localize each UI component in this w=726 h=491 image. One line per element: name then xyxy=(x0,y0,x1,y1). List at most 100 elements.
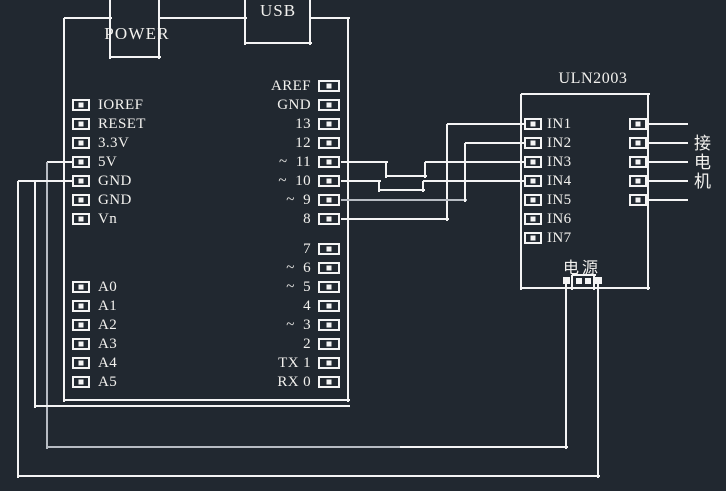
wire-gnd-to-power[interactable] xyxy=(18,180,74,182)
pin-box-d-6[interactable] xyxy=(318,262,340,274)
pin-label-a5[interactable]: A5 xyxy=(98,374,118,390)
wire-d11-to-in3[interactable] xyxy=(425,161,526,163)
motor-label-char-1[interactable]: 接 xyxy=(694,134,711,153)
wire-d11-to-in3[interactable] xyxy=(386,175,427,177)
pin-box-in7[interactable] xyxy=(524,232,542,244)
arduino-board-outline[interactable] xyxy=(310,17,350,19)
pin-label-d-10[interactable]: ~ 10 xyxy=(278,173,311,189)
usb-connector-outline[interactable] xyxy=(245,42,312,44)
pin-box-d-13[interactable] xyxy=(318,118,340,130)
pin-box-5v-3[interactable] xyxy=(72,156,90,168)
pin-box-a2[interactable] xyxy=(72,319,90,331)
pin-box-reset-1[interactable] xyxy=(72,118,90,130)
pin-label-reset-1[interactable]: RESET xyxy=(98,116,146,132)
pin-box-uln-out-1[interactable] xyxy=(629,118,647,130)
pin-box-uln-out-3[interactable] xyxy=(629,156,647,168)
pin-box-a3[interactable] xyxy=(72,338,90,350)
pin-label-33v-2[interactable]: 3.3V xyxy=(98,135,130,151)
pin-box-33v-2[interactable] xyxy=(72,137,90,149)
pin-box-uln-out-4[interactable] xyxy=(629,175,647,187)
pin-label-in2[interactable]: IN2 xyxy=(547,135,572,151)
pin-label-d-3[interactable]: ~ 3 xyxy=(286,317,311,333)
pin-box-d-9[interactable] xyxy=(318,194,340,206)
pin-label-d-7[interactable]: 7 xyxy=(303,241,311,257)
arduino-board-outline[interactable] xyxy=(347,18,349,402)
pin-box-d-5[interactable] xyxy=(318,281,340,293)
usb-connector-outline[interactable] xyxy=(309,0,311,45)
pin-label-vn-6[interactable]: Vn xyxy=(98,211,118,227)
pin-box-d-2[interactable] xyxy=(318,338,340,350)
pin-box-d-8[interactable] xyxy=(318,213,340,225)
motor-label-char-2[interactable]: 电 xyxy=(694,153,711,172)
wire-5v-to-power[interactable] xyxy=(46,162,48,449)
pin-box-in4[interactable] xyxy=(524,175,542,187)
power-header-outline[interactable] xyxy=(572,287,596,289)
pin-label-in1[interactable]: IN1 xyxy=(547,116,572,132)
pin-label-in5[interactable]: IN5 xyxy=(547,192,572,208)
pin-box-gnd-4[interactable] xyxy=(72,175,90,187)
pin-label-ioref-0[interactable]: IOREF xyxy=(98,97,144,113)
pin-box-in6[interactable] xyxy=(524,213,542,225)
pin-box-a0[interactable] xyxy=(72,281,90,293)
pin-label-gnd-5[interactable]: GND xyxy=(98,192,132,208)
wire-5v-to-power[interactable] xyxy=(47,161,74,163)
pin-box-in5[interactable] xyxy=(524,194,542,206)
pin-box-a1[interactable] xyxy=(72,300,90,312)
pin-label-a4[interactable]: A4 xyxy=(98,355,118,371)
pin-box-d-aref[interactable] xyxy=(318,80,340,92)
usb-connector-label[interactable]: USB xyxy=(259,1,297,20)
pin-label-d-tx1[interactable]: TX 1 xyxy=(278,355,311,371)
wire-d8-to-in1[interactable] xyxy=(446,124,448,221)
pin-box-gnd-5[interactable] xyxy=(72,194,90,206)
pin-label-in3[interactable]: IN3 xyxy=(547,154,572,170)
pin-label-d-12[interactable]: 12 xyxy=(295,135,311,151)
uln2003-title[interactable]: ULN2003 xyxy=(558,70,628,87)
wire-d11-to-in3[interactable] xyxy=(424,162,426,178)
pin-box-d-4[interactable] xyxy=(318,300,340,312)
uln2003-outline[interactable] xyxy=(521,93,650,95)
pin-box-uln-out-5[interactable] xyxy=(629,194,647,206)
pin-box-in3[interactable] xyxy=(524,156,542,168)
pin-label-d-6[interactable]: ~ 6 xyxy=(286,260,311,276)
pin-box-ioref-0[interactable] xyxy=(72,99,90,111)
wire-d11-to-in3[interactable] xyxy=(385,162,387,178)
wire-d10-to-in4[interactable] xyxy=(423,180,526,182)
arduino-board-outline[interactable] xyxy=(64,17,112,19)
wire-d8-to-in1[interactable] xyxy=(447,123,526,125)
pin-label-d-2[interactable]: 2 xyxy=(303,336,311,352)
pin-label-d-13[interactable]: 13 xyxy=(295,116,311,132)
pin-box-a4[interactable] xyxy=(72,357,90,369)
pin-box-uln-out-2[interactable] xyxy=(629,137,647,149)
power-connector-outline[interactable] xyxy=(110,56,161,58)
wire-uln-output-5[interactable] xyxy=(647,199,688,201)
wire-d10-to-in4[interactable] xyxy=(341,180,381,182)
power-header-outline[interactable] xyxy=(593,275,595,290)
pin-label-d-gnd[interactable]: GND xyxy=(277,97,311,113)
pin-label-d-rx0[interactable]: RX 0 xyxy=(277,374,311,390)
wire-uln-output-3[interactable] xyxy=(647,161,688,163)
pin-box-d-12[interactable] xyxy=(318,137,340,149)
uln2003-outline[interactable] xyxy=(647,94,649,290)
wire-d10-to-in4[interactable] xyxy=(378,181,380,192)
wire-d9-to-in2[interactable] xyxy=(464,143,466,202)
wire-5v-to-power[interactable] xyxy=(47,446,402,448)
pin-box-vn-6[interactable] xyxy=(72,213,90,225)
pin-label-in7[interactable]: IN7 xyxy=(547,230,572,246)
wire-gnd-to-power[interactable] xyxy=(17,181,19,478)
wire-5v-to-power[interactable] xyxy=(565,283,567,449)
pin-label-in6[interactable]: IN6 xyxy=(547,211,572,227)
pin-label-a3[interactable]: A3 xyxy=(98,336,118,352)
wire-gnd-branch[interactable] xyxy=(35,405,350,407)
pin-box-a5[interactable] xyxy=(72,376,90,388)
wire-d8-to-in1[interactable] xyxy=(341,218,449,220)
wire-d9-to-in2[interactable] xyxy=(465,142,526,144)
pin-box-in2[interactable] xyxy=(524,137,542,149)
motor-label-char-3[interactable]: 机 xyxy=(694,172,711,191)
pin-box-d-gnd[interactable] xyxy=(318,99,340,111)
pin-label-d-aref[interactable]: AREF xyxy=(271,78,311,94)
wire-gnd-branch[interactable] xyxy=(34,181,36,408)
uln2003-outline[interactable] xyxy=(520,94,522,290)
pin-label-5v-3[interactable]: 5V xyxy=(98,154,118,170)
pin-box-d-tx1[interactable] xyxy=(318,357,340,369)
